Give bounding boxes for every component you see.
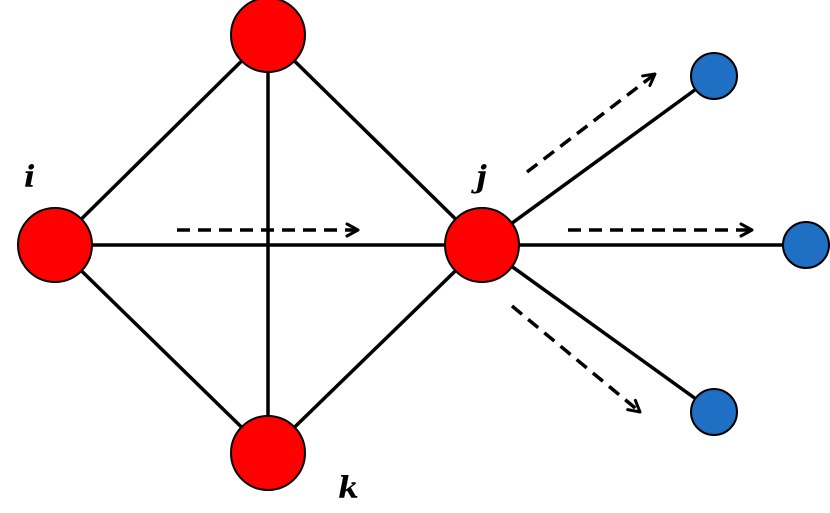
edge-i-top [53,33,270,247]
node-label-i: i [24,160,35,195]
edge-j-out-3 [480,243,716,414]
node-top [230,0,306,73]
node-out-2 [782,221,830,269]
node-j [444,207,520,283]
node-label-k: k [338,471,359,506]
edge-k-j [266,243,484,455]
edges-group [53,33,806,455]
node-label-j: j [471,160,487,195]
edge-j-out-1 [480,74,716,247]
flow-arrow-j-out-3 [510,304,642,414]
node-i [17,207,93,283]
nodes-group [17,0,830,491]
edge-top-j [266,33,484,247]
edge-i-k [53,243,270,455]
node-out-3 [690,388,738,436]
flow-arrow-j-out-1 [525,72,657,174]
node-k [230,415,306,491]
node-out-1 [690,52,738,100]
flow-arrows-group [177,72,754,414]
